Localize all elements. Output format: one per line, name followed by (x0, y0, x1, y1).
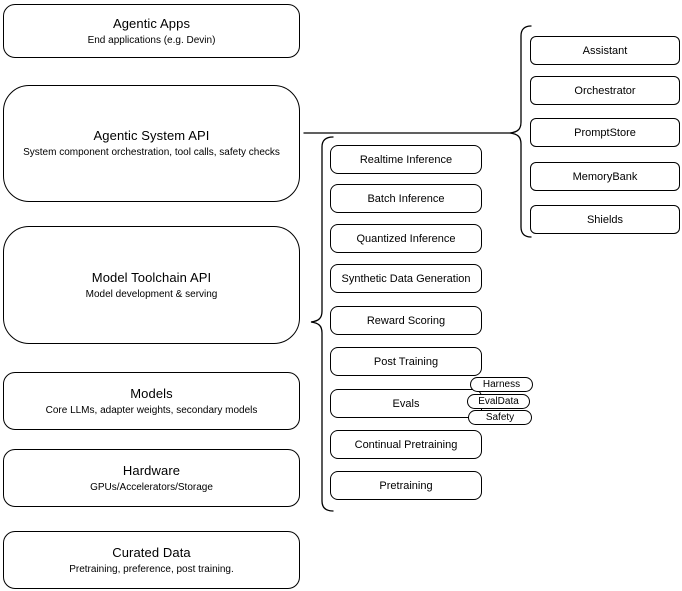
component-label: Shields (586, 213, 624, 226)
service-label: Synthetic Data Generation (341, 272, 471, 285)
box-title: Hardware (122, 462, 181, 478)
service-label: Continual Pretraining (354, 438, 458, 451)
box-title: Agentic Apps (112, 15, 191, 31)
box-curated-data: Curated Data Pretraining, preference, po… (3, 531, 300, 589)
service-box-continual-pretraining: Continual Pretraining (330, 430, 482, 459)
service-label: Evals (392, 397, 420, 410)
service-label: Reward Scoring (366, 314, 446, 327)
service-box-pretraining: Pretraining (330, 471, 482, 500)
component-box-memorybank: MemoryBank (530, 162, 680, 191)
component-box-shields: Shields (530, 205, 680, 234)
box-title: Agentic System API (93, 128, 210, 143)
box-hardware: Hardware GPUs/Accelerators/Storage (3, 449, 300, 507)
service-label: Post Training (373, 355, 439, 368)
component-box-assistant: Assistant (530, 36, 680, 65)
component-label: Assistant (582, 44, 628, 57)
eval-pill-safety: Safety (468, 410, 532, 425)
eval-pill-evaldata: EvalData (467, 394, 530, 409)
box-subtitle: End applications (e.g. Devin) (87, 34, 216, 46)
service-box-post-training: Post Training (330, 347, 482, 376)
service-label: Batch Inference (367, 192, 445, 205)
box-agentic-apps: Agentic Apps End applications (e.g. Devi… (3, 4, 300, 58)
box-subtitle: GPUs/Accelerators/Storage (90, 481, 213, 493)
box-subtitle: Core LLMs, adapter weights, secondary mo… (45, 404, 258, 416)
service-box-realtime-inference: Realtime Inference (330, 145, 482, 174)
box-models: Models Core LLMs, adapter weights, secon… (3, 372, 300, 430)
box-title: Curated Data (112, 544, 191, 560)
component-label: MemoryBank (572, 170, 638, 183)
service-box-evals: Evals (330, 389, 482, 418)
pill-label: EvalData (478, 395, 519, 407)
pill-label: Safety (485, 411, 515, 423)
box-subtitle: System component orchestration, tool cal… (23, 147, 280, 158)
box-title: Models (130, 385, 173, 401)
service-box-synthetic-data-generation: Synthetic Data Generation (330, 264, 482, 293)
box-model-toolchain-api: Model Toolchain API Model development & … (3, 226, 300, 344)
service-box-reward-scoring: Reward Scoring (330, 306, 482, 335)
service-box-quantized-inference: Quantized Inference (330, 224, 482, 253)
component-box-promptstore: PromptStore (530, 118, 680, 147)
box-agentic-system-api: Agentic System API System component orch… (3, 85, 300, 202)
box-subtitle: Pretraining, preference, post training. (69, 563, 234, 575)
component-box-orchestrator: Orchestrator (530, 76, 680, 105)
service-label: Realtime Inference (359, 153, 453, 166)
pill-label: Harness (482, 378, 521, 390)
eval-pill-harness: Harness (470, 377, 533, 392)
service-box-batch-inference: Batch Inference (330, 184, 482, 213)
brace-system-components-group (509, 25, 532, 238)
component-label: Orchestrator (574, 84, 636, 97)
service-label: Quantized Inference (356, 232, 456, 245)
component-label: PromptStore (574, 126, 636, 139)
service-label: Pretraining (379, 479, 433, 492)
box-subtitle: Model development & serving (85, 288, 218, 300)
box-title: Model Toolchain API (91, 269, 212, 285)
